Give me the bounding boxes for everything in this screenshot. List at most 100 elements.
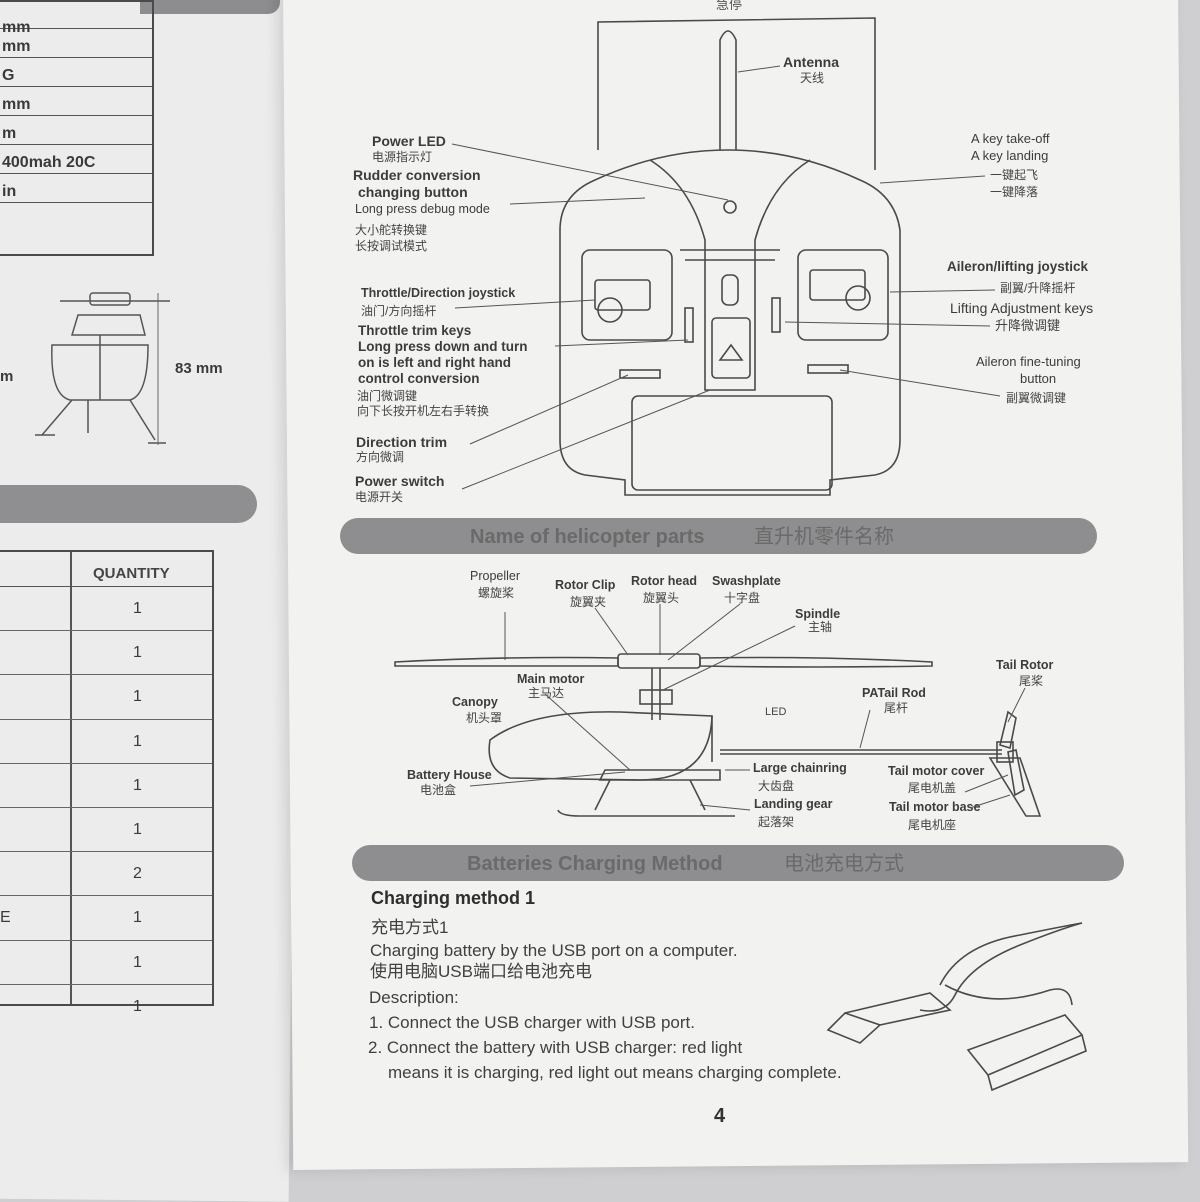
throttle-joystick-label: Throttle/Direction joystick — [361, 286, 516, 300]
aileron-fine-label: Aileron fine-tuning — [976, 354, 1081, 369]
battery-house-label: Battery House — [407, 768, 492, 782]
quantity-value: 1 — [133, 688, 142, 706]
tail-motor-base-label: Tail motor base — [889, 800, 981, 814]
quantity-header: QUANTITY — [93, 565, 170, 582]
quantity-value: 1 — [133, 600, 142, 617]
throttle-trim-label-4: control conversion — [358, 371, 480, 386]
spec-row: m — [0, 116, 152, 145]
rotor-clip-label-cn: 旋翼夹 — [570, 595, 607, 609]
large-chainring-label: Large chainring — [753, 761, 847, 775]
quantity-value: 1 — [133, 732, 142, 750]
charging-method-cn: 充电方式1 — [371, 918, 449, 937]
swashplate-label-cn: 十字盘 — [724, 591, 761, 605]
rudder-label-cn-2: 长按调试模式 — [355, 239, 428, 253]
column-divider — [70, 552, 72, 1004]
tail-rotor-label-cn: 尾桨 — [1019, 674, 1044, 688]
dimension-width: m — [0, 368, 14, 385]
spindle-label-cn: 主轴 — [808, 620, 833, 634]
lifting-keys-label: Lifting Adjustment keys — [950, 300, 1094, 316]
charging-section-title-cn: 电池充电方式 — [784, 853, 904, 875]
main-motor-label: Main motor — [517, 672, 585, 686]
spec-row: mm — [0, 29, 152, 58]
table-row: 1 — [0, 587, 212, 632]
quantity-value: 2 — [133, 865, 142, 883]
aileron-fine-label-cn: 副翼微调键 — [1006, 391, 1067, 405]
step-1: 1. Connect the USB charger with USB port… — [369, 1013, 695, 1032]
throttle-trim-label-cn: 油门微调键 — [357, 389, 418, 403]
spec-row: G — [0, 58, 152, 87]
charging-line-1-cn: 使用电脑USB端口给电池充电 — [370, 962, 592, 981]
quantity-value: 1 — [133, 776, 142, 794]
aileron-joystick-label-cn: 副翼/升降摇杆 — [1000, 281, 1076, 295]
propeller-label: Propeller — [470, 569, 521, 583]
left-top-banner — [140, 0, 280, 14]
page-number: 4 — [714, 1105, 726, 1127]
row-fragment: E — [0, 909, 11, 927]
aileron-fine-label-2: button — [1020, 371, 1057, 386]
rotor-head-label-cn: 旋翼头 — [643, 591, 680, 605]
power-led-label: Power LED — [372, 133, 446, 149]
power-switch-label-cn: 电源开关 — [355, 490, 404, 504]
takeoff-label: A key take-off — [971, 131, 1050, 146]
tail-motor-cover-label-cn: 尾电机盖 — [908, 781, 957, 795]
quantity-value: 1 — [133, 909, 142, 927]
throttle-joystick-label-cn: 油门/方向摇杆 — [361, 304, 437, 318]
table-row: 1 — [0, 720, 212, 764]
main-motor-label-cn: 主马达 — [528, 686, 565, 700]
battery-house-label-cn: 电池盒 — [420, 783, 457, 797]
rudder-label: Rudder conversion — [353, 167, 481, 183]
throttle-trim-label-3: on is left and right hand — [358, 355, 511, 370]
canopy-label: Canopy — [452, 695, 498, 709]
helicopter-side-view — [394, 653, 1042, 817]
dimension-height: 83 mm — [175, 360, 223, 377]
swashplate-label: Swashplate — [712, 574, 781, 588]
direction-trim-label-cn: 方向微调 — [356, 450, 405, 464]
quantity-value: 1 — [133, 644, 142, 662]
tail-rod-label: PATail Rod — [862, 686, 926, 700]
spec-table: mm mm G mm m 400mah 20C in — [0, 0, 154, 256]
canopy-label-cn: 机头罩 — [466, 711, 503, 725]
antenna-label: Antenna — [783, 54, 839, 70]
charging-section-title: Batteries Charging Method — [467, 853, 723, 875]
table-row: 1 — [0, 675, 212, 720]
table-row: 2 — [0, 852, 212, 897]
helicopter-front-view — [35, 292, 170, 445]
landing-label-cn: 一键降落 — [990, 185, 1039, 199]
table-row: 1 — [0, 764, 212, 808]
parts-leader-lines — [469, 603, 1026, 811]
throttle-trim-label: Throttle trim keys — [358, 323, 472, 338]
usb-charger-drawing — [826, 922, 1087, 1092]
throttle-trim-label-2: Long press down and turn — [358, 339, 528, 354]
table-row: 1 — [0, 985, 212, 1028]
spindle-label: Spindle — [795, 607, 841, 621]
tail-rotor-label: Tail Rotor — [996, 658, 1054, 672]
power-switch-label: Power switch — [355, 473, 445, 489]
spec-row: in — [0, 174, 152, 203]
propeller-label-cn: 螺旋桨 — [478, 586, 515, 600]
rotor-clip-label: Rotor Clip — [555, 578, 616, 592]
landing-gear-label-cn: 起落架 — [758, 815, 795, 829]
rudder-label-cn: 大小舵转换键 — [355, 223, 428, 237]
description-label: Description: — [369, 988, 459, 1007]
led-label: LED — [765, 706, 787, 718]
left-section-banner — [0, 485, 257, 523]
step-2b: means it is charging, red light out mean… — [388, 1063, 842, 1082]
table-row: 1 — [0, 941, 212, 985]
spec-row: 400mah 20C — [0, 145, 152, 174]
parts-section-title-cn: 直升机零件名称 — [754, 526, 894, 548]
rudder-label-3: Long press debug mode — [355, 202, 490, 216]
parts-section-title: Name of helicopter parts — [470, 526, 705, 548]
large-chainring-label-cn: 大齿盘 — [758, 779, 795, 793]
quantity-table-header: QUANTITY — [0, 552, 212, 1004]
tail-rod-label-cn: 尾杆 — [884, 701, 909, 715]
takeoff-label-cn: 一键起飞 — [990, 168, 1039, 182]
antenna-label-cn: 天线 — [800, 71, 825, 85]
direction-trim-label: Direction trim — [356, 434, 448, 450]
rotor-head-label: Rotor head — [631, 574, 697, 588]
rudder-label-2: changing button — [358, 184, 468, 200]
table-row: E 1 — [0, 896, 212, 941]
charging-method-heading: Charging method 1 — [371, 888, 536, 908]
power-led-label-cn: 电源指示灯 — [372, 150, 433, 164]
step-2a: 2. Connect the battery with USB charger:… — [368, 1038, 743, 1057]
aileron-joystick-label: Aileron/lifting joystick — [947, 259, 1089, 274]
